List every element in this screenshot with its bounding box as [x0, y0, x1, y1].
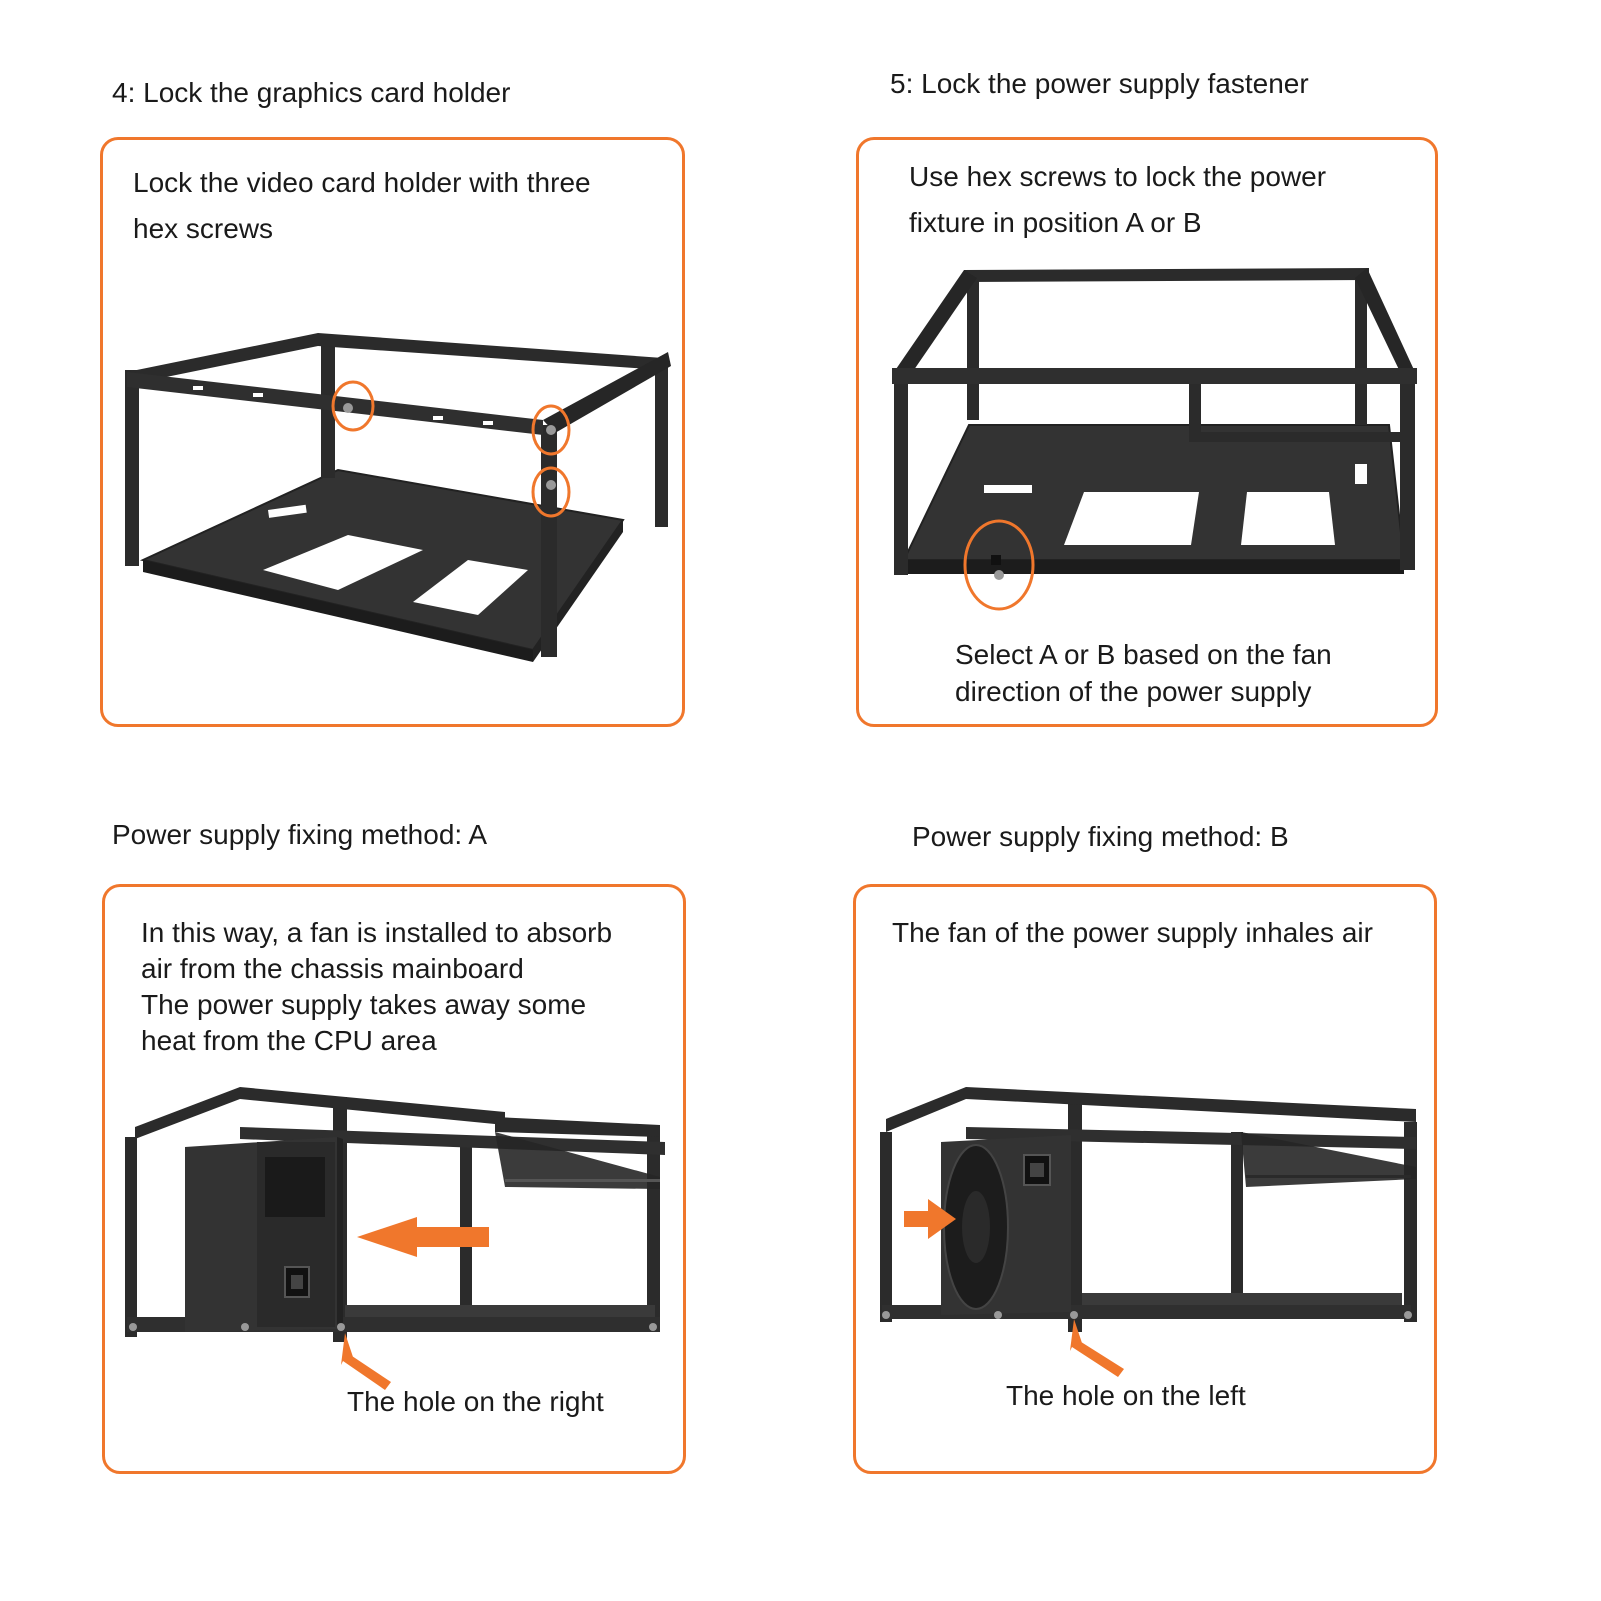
step4-heading: 4: Lock the graphics card holder [112, 77, 511, 108]
step4-instruction-line: hex screws [133, 213, 274, 244]
method-b-description: The fan of the power supply inhales air [892, 915, 1373, 951]
step4-instruction: Lock the video card holder with three he… [133, 160, 591, 252]
method-a-panel: In this way, a fan is installed to absor… [102, 884, 686, 1474]
method-a-description-line: heat from the CPU area [141, 1025, 437, 1056]
method-b-description-line: The fan of the power supply inhales air [892, 917, 1373, 948]
method-b-caption: The hole on the left [1006, 1380, 1246, 1411]
step5-heading: 5: Lock the power supply fastener [890, 68, 1309, 99]
method-a-description-line: The power supply takes away some [141, 989, 587, 1020]
step4-instruction-line: Lock the video card holder with three [133, 167, 591, 198]
method-b-illustration [880, 1087, 1417, 1377]
power-supply-fastener-illustration [892, 268, 1417, 611]
method-a-illustration [125, 1087, 665, 1390]
method-a-heading: Power supply fixing method: A [112, 819, 488, 850]
step5-caption-line: Select A or B based on the fan [955, 639, 1332, 670]
step5-instruction-line: fixture in position A or B [909, 207, 1202, 238]
method-b-heading: Power supply fixing method: B [912, 821, 1289, 852]
step5-panel: Use hex screws to lock the power fixture… [856, 137, 1438, 727]
method-a-description: In this way, a fan is installed to absor… [141, 915, 612, 1059]
step4-panel: Lock the video card holder with three he… [100, 137, 685, 727]
graphics-card-holder-illustration [125, 333, 671, 662]
step5-caption-line: direction of the power supply [955, 676, 1312, 707]
method-a-description-line: In this way, a fan is installed to absor… [141, 917, 613, 948]
step5-instruction: Use hex screws to lock the power fixture… [909, 154, 1326, 246]
method-b-panel: The fan of the power supply inhales air … [853, 884, 1437, 1474]
method-a-caption: The hole on the right [347, 1386, 604, 1417]
step5-instruction-line: Use hex screws to lock the power [909, 161, 1327, 192]
method-a-description-line: air from the chassis mainboard [141, 953, 524, 984]
step5-caption: Select A or B based on the fan direction… [955, 636, 1332, 710]
